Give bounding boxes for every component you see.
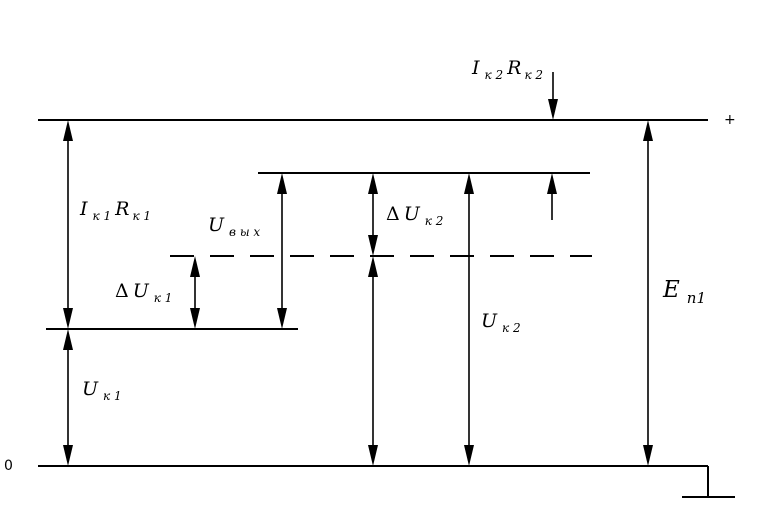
delta-uk1-arrow bbox=[190, 256, 200, 329]
zero-label: 0 bbox=[4, 458, 13, 474]
uk1-arrow bbox=[63, 329, 73, 466]
en1-arrow bbox=[643, 120, 653, 466]
quiescent-to-ground-arrow bbox=[368, 256, 378, 466]
ik1rk1-arrow bbox=[63, 120, 73, 329]
delta-uk2-arrow bbox=[368, 173, 378, 256]
uvyh-arrow bbox=[277, 173, 287, 329]
ik2rk2-lower-arrow bbox=[547, 173, 557, 220]
ik2rk2-upper-arrow bbox=[548, 72, 558, 120]
ground-symbol bbox=[682, 466, 735, 498]
uk2-arrow bbox=[464, 173, 474, 466]
plus-label: + bbox=[724, 112, 736, 128]
